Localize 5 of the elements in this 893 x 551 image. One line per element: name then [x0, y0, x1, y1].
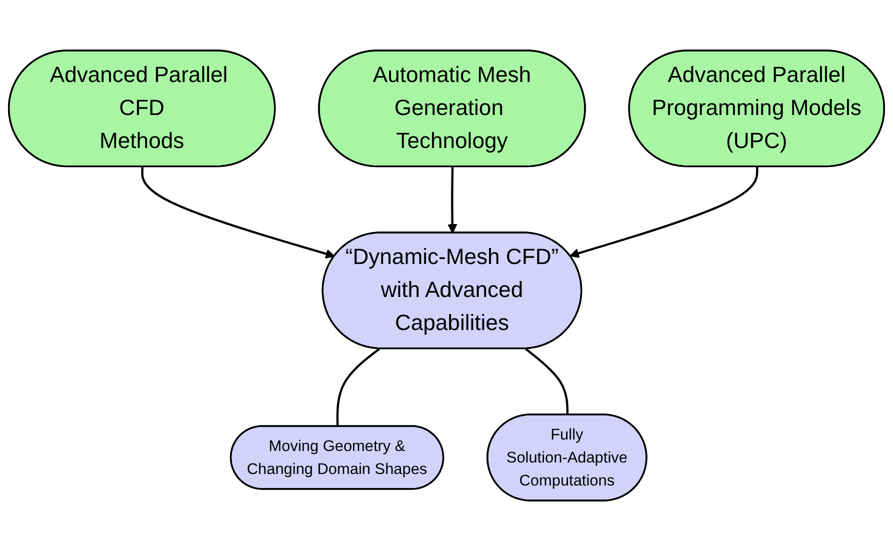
connector — [336, 348, 380, 427]
arrow — [570, 166, 758, 258]
connector — [524, 348, 569, 416]
arrow — [448, 166, 458, 234]
arrow — [141, 166, 336, 259]
